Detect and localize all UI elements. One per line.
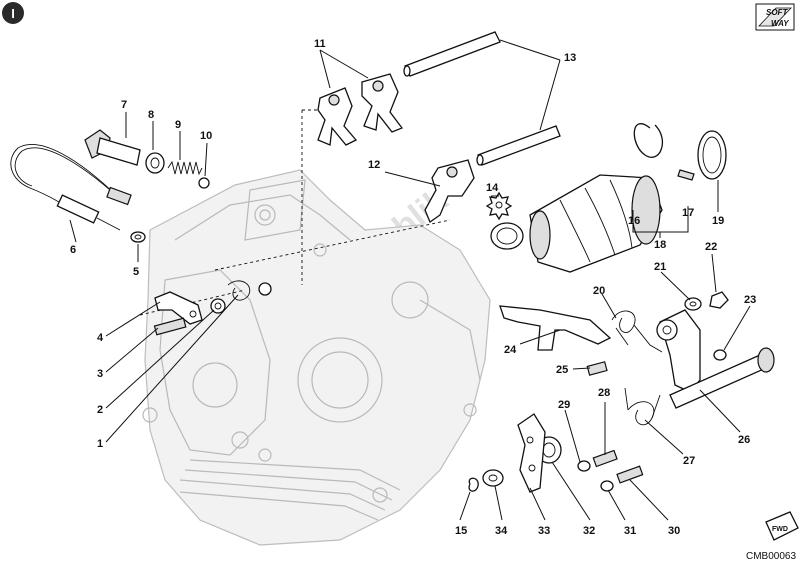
label-20: 20	[593, 285, 605, 297]
label-32: 32	[583, 525, 595, 537]
label-2: 2	[97, 404, 103, 416]
label-6: 6	[70, 244, 76, 256]
detent-plug	[84, 129, 141, 166]
clip-22	[709, 291, 729, 309]
label-9: 9	[175, 119, 181, 131]
label-31: 31	[624, 525, 636, 537]
screw-28	[592, 449, 618, 468]
return-spring	[611, 310, 663, 353]
label-22: 22	[705, 241, 717, 253]
label-28: 28	[598, 387, 610, 399]
label-30: 30	[668, 525, 680, 537]
svg-text:SOFT: SOFT	[766, 8, 788, 17]
label-34: 34	[495, 525, 508, 537]
label-14: 14	[486, 182, 499, 194]
label-27: 27	[683, 455, 695, 467]
label-4: 4	[97, 332, 104, 344]
washer-34	[482, 469, 504, 487]
label-29: 29	[558, 399, 570, 411]
label-10: 10	[200, 130, 212, 142]
fork-rod-lower	[476, 125, 561, 166]
washer	[130, 231, 146, 243]
gear-shift-shaft	[669, 347, 775, 409]
label-17: 17	[682, 207, 694, 219]
washer-21	[684, 297, 702, 311]
label-8: 8	[148, 109, 154, 121]
label-26: 26	[738, 434, 750, 446]
label-13: 13	[564, 52, 576, 64]
drum-bearing-ring	[490, 222, 524, 250]
neutral-sensor-cable	[10, 144, 132, 231]
washer-29	[577, 460, 591, 472]
softway-logo: SOFT WAY	[755, 3, 795, 31]
label-12: 12	[368, 159, 380, 171]
shift-fork-left	[317, 87, 358, 146]
selector-arm	[656, 309, 701, 393]
crankcase-ghost	[142, 169, 491, 546]
svg-text:FWD: FWD	[772, 526, 788, 533]
label-24: 24	[504, 344, 517, 356]
label-5: 5	[133, 266, 139, 278]
detent-spring	[167, 160, 203, 176]
washer-31	[600, 480, 614, 492]
section-mark: I	[2, 2, 24, 24]
ratchet-lever	[154, 291, 203, 325]
torsion-spring	[624, 387, 661, 426]
label-23: 23	[744, 294, 756, 306]
shift-fork-right	[361, 73, 404, 133]
selector-plate	[499, 305, 612, 351]
detent-ball	[198, 177, 210, 189]
fork-rod-upper	[403, 31, 501, 77]
label-21: 21	[654, 261, 666, 273]
star-index	[485, 191, 513, 221]
circlip	[633, 123, 664, 158]
drum-ring	[697, 130, 727, 180]
part-labels: 7 8 9 10 11 13 12 14 16 17 18 19 21 22 2…	[70, 38, 756, 537]
label-16: 16	[628, 215, 640, 227]
label-18: 18	[654, 239, 666, 251]
alignment-lines	[139, 109, 451, 316]
label-25: 25	[556, 364, 568, 376]
selector-bracket	[517, 413, 546, 493]
label-19: 19	[712, 215, 724, 227]
leader-lines	[69, 39, 751, 521]
sealing-washer	[145, 152, 165, 174]
svg-text:I: I	[11, 6, 15, 21]
washer-2	[210, 298, 226, 314]
label-3: 3	[97, 368, 103, 380]
label-11: 11	[314, 38, 326, 50]
selector-drum	[529, 174, 663, 273]
drum-pin	[677, 169, 695, 181]
label-15: 15	[455, 525, 467, 537]
spring-1	[227, 280, 272, 301]
label-7: 7	[121, 99, 127, 111]
drawing-code: CMB00063	[746, 551, 796, 562]
screw-30	[616, 465, 644, 484]
clip-15	[468, 477, 479, 492]
label-1: 1	[97, 438, 103, 450]
svg-text:WAY: WAY	[771, 19, 789, 28]
shift-fork-center	[424, 159, 475, 223]
forward-arrow-icon: FWD	[765, 511, 799, 541]
label-33: 33	[538, 525, 550, 537]
screw-25	[586, 361, 608, 376]
